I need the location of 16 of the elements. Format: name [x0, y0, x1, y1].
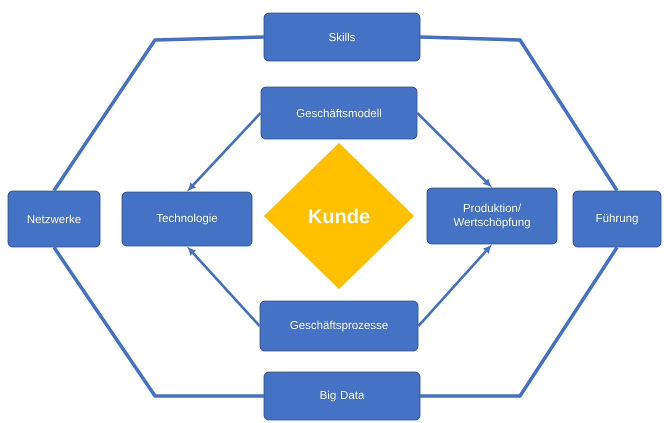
process-box: Produktion/ Wertschöpfung — [426, 188, 558, 244]
arrow — [188, 248, 261, 327]
process-box: Technologie — [122, 192, 252, 246]
arrow — [417, 246, 491, 327]
process-box: Big Data — [264, 372, 420, 420]
connector-line — [52, 35, 264, 192]
connector-line — [52, 246, 264, 398]
process-box: Netzwerke — [8, 190, 100, 248]
arrow — [416, 112, 491, 186]
arrow — [188, 112, 262, 190]
process-box: Geschäftsmodell — [260, 86, 418, 140]
connector-line — [420, 246, 618, 398]
connector-line — [420, 35, 618, 192]
process-box: Geschäftsprozesse — [260, 300, 418, 352]
process-box: Skills — [264, 12, 420, 62]
process-box: Führung — [572, 190, 662, 248]
